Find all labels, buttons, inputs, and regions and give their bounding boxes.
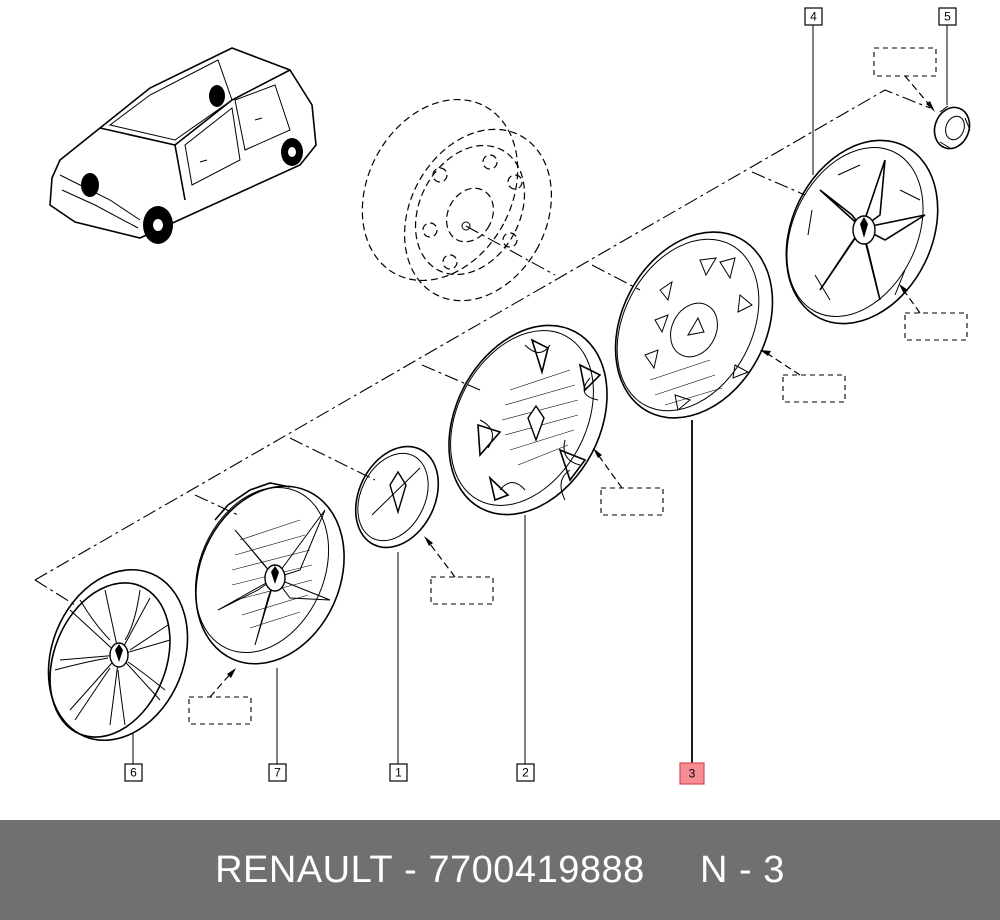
- diagram-position: N - 3: [700, 848, 785, 891]
- part-info-footer: RENAULT - 7700419888 N - 3: [0, 820, 1000, 920]
- brand-separator: -: [393, 848, 429, 891]
- brand-name: RENAULT: [215, 848, 394, 891]
- wheel-cover-part-6: [47, 568, 189, 742]
- callout-4-text: 4: [810, 10, 817, 24]
- callout-6-text: 6: [130, 766, 137, 780]
- callout-1-text: 1: [395, 766, 402, 780]
- steel-wheel-reference: [361, 98, 553, 302]
- exploded-parts-diagram: 6 7 1 2 3 4 5: [34, 7, 971, 785]
- reference-placeholders: [188, 47, 968, 725]
- callout-2[interactable]: 2: [516, 763, 535, 782]
- callout-3-highlighted[interactable]: 3: [679, 762, 705, 785]
- leader-lines: [132, 25, 948, 764]
- callout-3-text: 3: [689, 767, 696, 781]
- callout-1[interactable]: 1: [389, 763, 408, 782]
- callout-7[interactable]: 7: [268, 763, 287, 782]
- footer-gap: [645, 849, 700, 892]
- callout-6[interactable]: 6: [124, 763, 143, 782]
- callout-2-text: 2: [522, 766, 529, 780]
- assembly-axes: [34, 89, 931, 606]
- center-emblem-part-1: [354, 445, 440, 549]
- nut-part-5: [933, 105, 971, 150]
- wheel-cover-part-3: [614, 231, 774, 419]
- callout-4[interactable]: 4: [804, 7, 823, 26]
- car-illustration: [49, 47, 317, 244]
- callout-labels: 6 7 1 2 3 4 5: [124, 7, 957, 785]
- wheel-cover-part-4: [785, 139, 939, 325]
- callout-5[interactable]: 5: [938, 7, 957, 26]
- part-number: 7700419888: [428, 848, 645, 891]
- callout-7-text: 7: [274, 766, 281, 780]
- wheel-cover-part-7: [194, 482, 345, 665]
- callout-5-text: 5: [944, 10, 951, 24]
- wheel-cover-part-2: [448, 324, 608, 516]
